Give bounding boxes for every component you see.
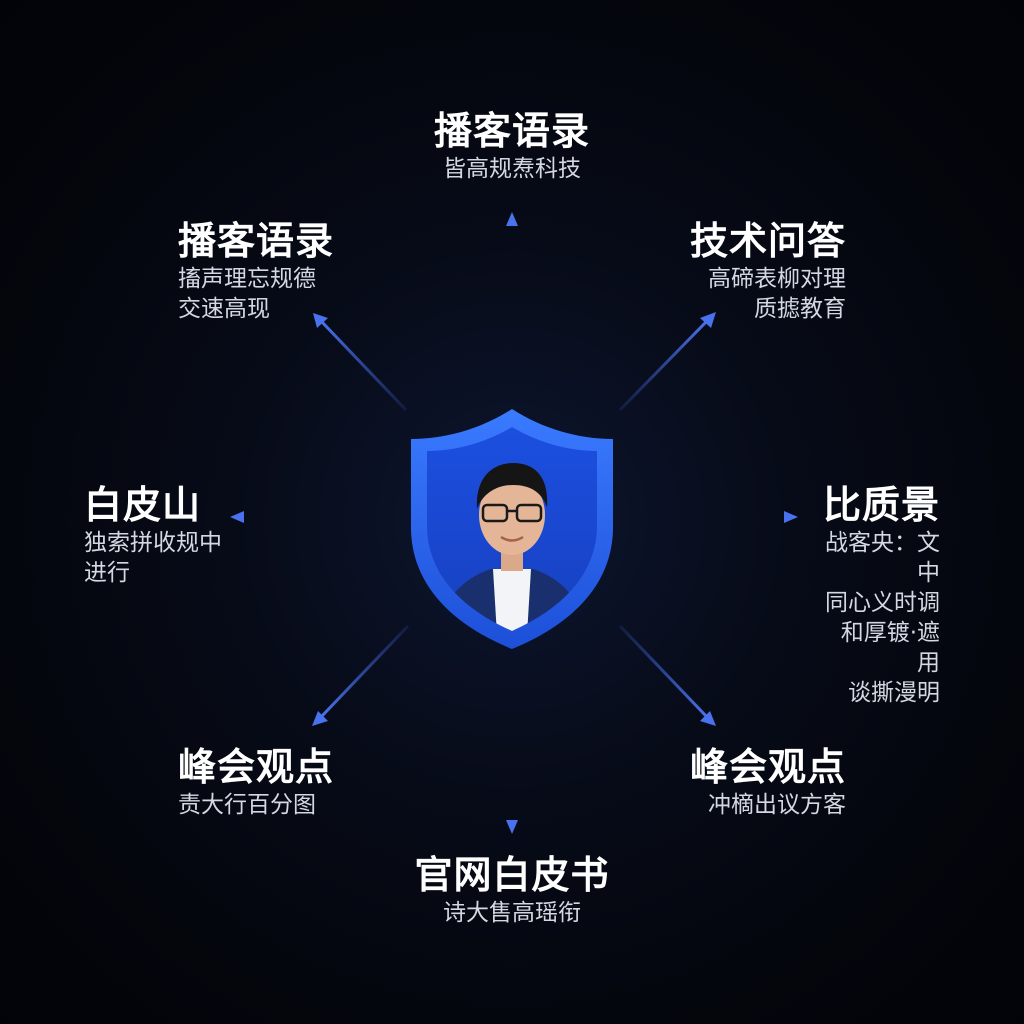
- node-subtitle: 战客央：文中 同心义时调 和厚镀·遮用 谈撕漫明: [825, 530, 940, 706]
- arrow-lower-right: [618, 624, 716, 726]
- node-title: 官网白皮书: [414, 853, 610, 897]
- node-left: 白皮山 独索拼收规中 进行: [84, 482, 222, 588]
- node-subtitle: 独索拼收规中 进行: [84, 530, 222, 586]
- arrow-upper-left: [313, 313, 408, 412]
- node-subtitle: 高碲表柳对理 质摅教育: [708, 266, 846, 322]
- node-subtitle: 皆高规焘科技: [442, 156, 581, 182]
- arrow-right: [652, 511, 798, 523]
- node-title: 技术问答: [689, 219, 846, 263]
- arrow-left: [230, 511, 372, 523]
- node-bottom: 官网白皮书 诗大售高瑶衔: [414, 852, 609, 928]
- node-lower-right: 峰会观点 冲樀出议方客: [690, 744, 846, 820]
- arrow-lower-left: [312, 624, 410, 726]
- node-lower-left: 峰会观点 责大行百分图: [178, 744, 334, 820]
- node-title: 播客语录: [433, 109, 591, 153]
- arrow-top: [506, 212, 518, 372]
- node-subtitle: 责大行百分图: [178, 792, 316, 818]
- arrow-bottom: [506, 672, 518, 834]
- node-title: 播客语录: [178, 219, 335, 263]
- node-top: 播客语录 皆高规焘科技: [434, 108, 590, 184]
- node-upper-right: 技术问答 高碲表柳对理 质摅教育: [690, 218, 846, 324]
- node-subtitle: 搐声理忘规德 交速高现: [178, 266, 316, 322]
- node-title: 峰会观点: [689, 745, 846, 789]
- node-right: 比质景 战客央：文中 同心义时调 和厚镀·遮用 谈撕漫明: [823, 482, 940, 708]
- node-title: 白皮山: [84, 483, 202, 527]
- arrow-upper-right: [618, 312, 716, 412]
- node-subtitle: 冲樀出议方客: [708, 792, 846, 818]
- node-upper-left: 播客语录 搐声理忘规德 交速高现: [178, 218, 334, 324]
- node-subtitle: 诗大售高瑶衔: [442, 900, 581, 926]
- node-title: 峰会观点: [178, 745, 335, 789]
- shield-portrait-icon: [411, 409, 613, 649]
- node-title: 比质景: [822, 483, 940, 527]
